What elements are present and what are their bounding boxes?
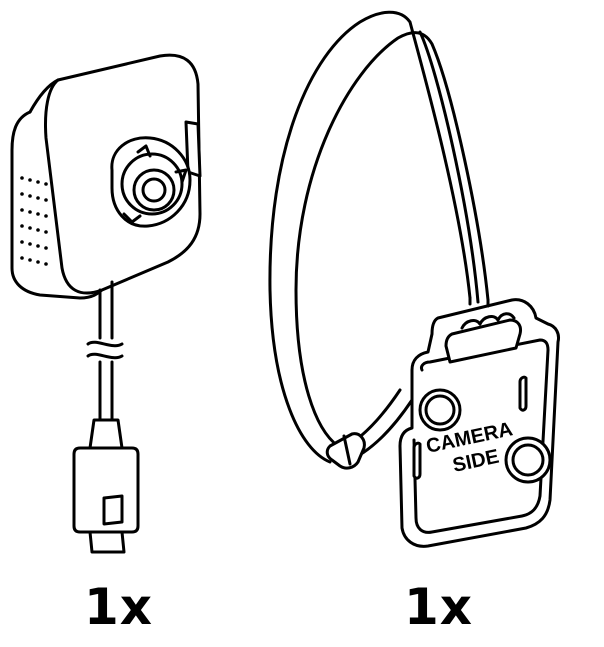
lanyard-mount-illustration xyxy=(268,10,560,548)
camera-lens xyxy=(132,168,176,212)
mount-slot-lower xyxy=(412,441,422,480)
lanyard-quantity: 1x xyxy=(404,578,474,636)
camera-body-side xyxy=(10,110,106,300)
camera-quantity: 1x xyxy=(84,578,154,636)
camera-side-button xyxy=(184,120,202,178)
camera-grille-dots xyxy=(20,176,48,266)
camera-cable-strain-relief xyxy=(88,418,124,450)
mount-slot-upper xyxy=(518,375,528,412)
lanyard-cord-inner xyxy=(294,31,490,448)
camera-module-illustration xyxy=(10,53,202,554)
lanyard-cord-outer xyxy=(268,10,472,464)
